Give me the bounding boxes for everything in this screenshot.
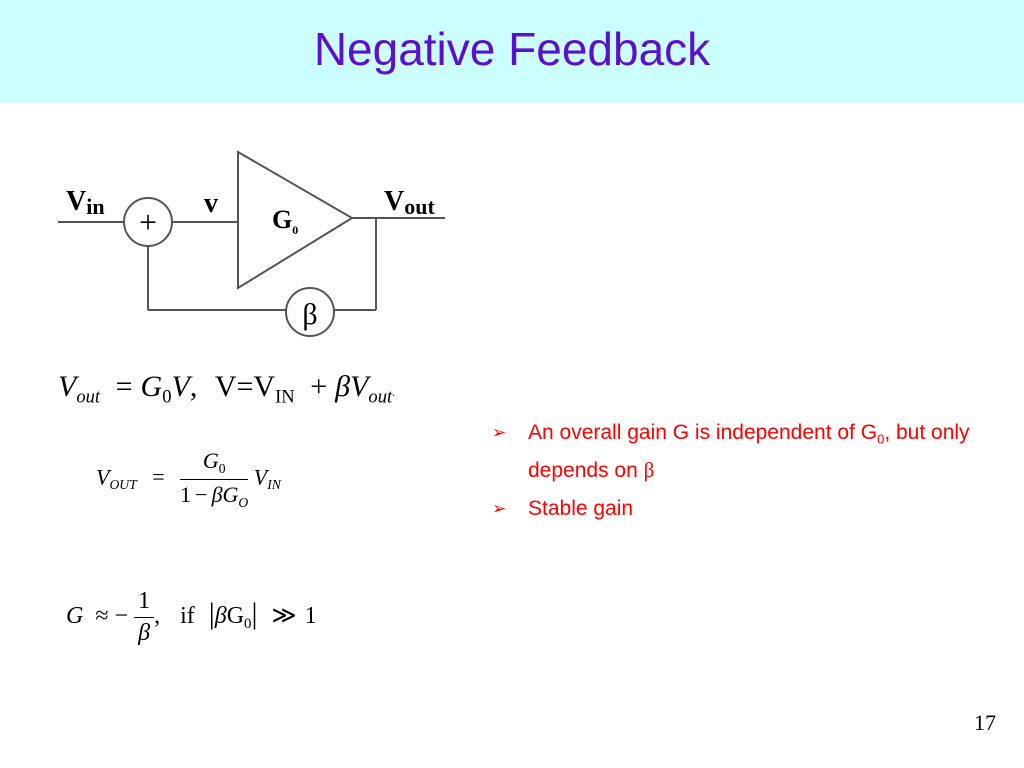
one-over-beta-fraction: 1 β bbox=[134, 588, 155, 647]
equation-3: G ≈− 1 β , if |βG0| ≫1 bbox=[66, 588, 317, 647]
bullet-arrow-icon: ➢ bbox=[492, 498, 507, 518]
slide-title: Negative Feedback bbox=[313, 23, 711, 75]
equation-2: VOUT = G0 1−βGO VIN bbox=[96, 448, 281, 510]
bullet-arrow-icon: ➢ bbox=[492, 423, 507, 442]
bullet-item-gain: ➢ An overall gain G is independent of G0… bbox=[492, 418, 992, 486]
beta-block bbox=[285, 287, 335, 337]
v-label: v bbox=[204, 188, 218, 219]
bullet-list: ➢ An overall gain G is independent of G0… bbox=[492, 418, 992, 532]
page-number: 17 bbox=[974, 710, 996, 735]
beta-symbol: β bbox=[302, 298, 317, 331]
bullet-item-stable-gain: ➢ Stable gain bbox=[492, 494, 992, 524]
equation-1: Vout =G0V, V=VIN +βVout. bbox=[58, 370, 396, 408]
summer-plus-symbol: + bbox=[139, 204, 157, 240]
summing-junction bbox=[123, 197, 173, 247]
vout-label: Vout bbox=[384, 186, 435, 219]
vin-label: Vin bbox=[66, 186, 105, 219]
gain-label: G0 bbox=[272, 205, 298, 237]
title-bar bbox=[0, 0, 1024, 103]
gain-fraction: G0 1−βGO bbox=[180, 448, 249, 510]
amplifier-triangle bbox=[237, 150, 354, 290]
